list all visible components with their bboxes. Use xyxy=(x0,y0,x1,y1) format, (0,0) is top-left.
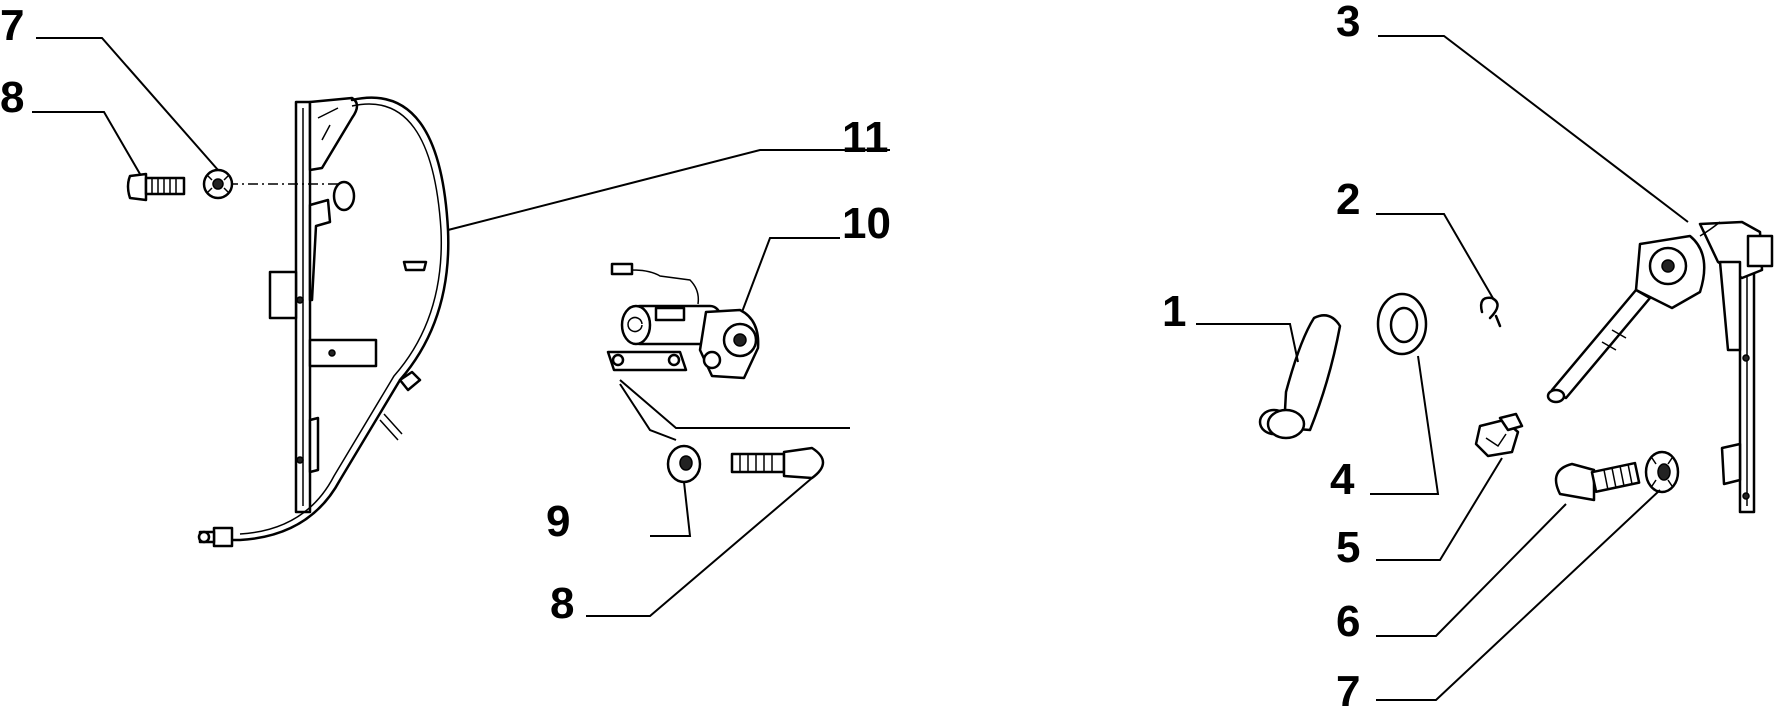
part-bolt-left xyxy=(126,172,186,202)
callout-2: 2 xyxy=(1336,175,1360,224)
part-window-regulator-cable xyxy=(197,96,450,548)
callout-8-left: 8 xyxy=(0,73,24,122)
part-snap-ring xyxy=(1479,296,1502,328)
leader-lines xyxy=(32,35,1689,701)
callout-8-middle: 8 xyxy=(550,579,574,628)
part-bolt-middle xyxy=(730,446,825,480)
part-washer-left xyxy=(202,168,234,200)
part-window-motor xyxy=(606,262,760,380)
callout-5: 5 xyxy=(1336,523,1360,572)
callout-6: 6 xyxy=(1336,597,1360,646)
part-nut xyxy=(666,444,702,484)
part-washer-right xyxy=(1644,450,1680,494)
part-manual-regulator xyxy=(1546,220,1774,514)
callout-1: 1 xyxy=(1162,287,1186,336)
part-crank-handle xyxy=(1258,314,1342,440)
callout-7-right: 7 xyxy=(1336,667,1360,710)
callout-11: 11 xyxy=(842,113,889,162)
part-escutcheon-ring xyxy=(1376,292,1428,356)
part-clip xyxy=(1474,412,1524,458)
callout-4: 4 xyxy=(1330,455,1355,504)
callout-9: 9 xyxy=(546,497,570,546)
callout-10: 10 xyxy=(842,199,891,248)
part-bolt-right xyxy=(1554,461,1641,502)
callout-3: 3 xyxy=(1336,0,1360,46)
callout-7-left: 7 xyxy=(0,1,24,50)
